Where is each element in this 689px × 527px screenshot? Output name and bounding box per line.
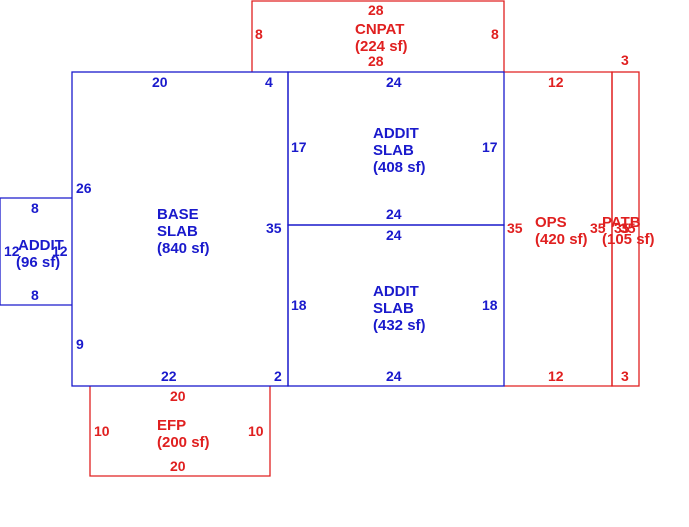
patb-outline xyxy=(611,71,640,387)
dim-cnpat-bottom: 28 xyxy=(368,53,384,69)
dim-addit-top-top: 24 xyxy=(386,74,402,90)
dim-cnpat-left: 8 xyxy=(255,26,263,42)
extra-feature-labels: CNPAT (224 sf) OPS (420 sf) PATB (105 sf… xyxy=(157,21,655,451)
extra-feature-dimensions: 28 28 8 8 12 12 35 35 3 3 35 35 20 20 10… xyxy=(94,2,636,474)
slab-outlines xyxy=(0,71,505,387)
dim-patb-top: 3 xyxy=(621,52,629,68)
dim-addit-left-left: 12 xyxy=(4,243,20,259)
base-slab-name-line2: SLAB xyxy=(157,223,198,240)
base-slab-area: (840 sf) xyxy=(157,240,210,257)
dim-addit-bottom-left: 18 xyxy=(291,297,307,313)
addit-bottom-name-line2: SLAB xyxy=(373,300,414,317)
dim-efp-bottom: 20 xyxy=(170,458,186,474)
dim-addit-top-right: 17 xyxy=(482,139,498,155)
dim-addit-bottom-top: 24 xyxy=(386,227,402,243)
dim-cnpat-top: 28 xyxy=(368,2,384,18)
dim-ops-right: 35 xyxy=(590,220,606,236)
addit-bottom-area: (432 sf) xyxy=(373,317,426,334)
cnpat-name: CNPAT xyxy=(355,21,404,38)
addit-top-area: (408 sf) xyxy=(373,159,426,176)
dim-base-left-upper: 26 xyxy=(76,180,92,196)
addit-left-name: ADDIT xyxy=(18,237,64,254)
slab-dimensions: 20 4 26 9 22 2 35 8 8 12 12 24 24 17 17 … xyxy=(4,74,498,384)
addit-bottom-name-line1: ADDIT xyxy=(373,283,419,300)
efp-area: (200 sf) xyxy=(157,434,210,451)
dim-patb-bottom: 3 xyxy=(621,368,629,384)
dim-ops-left: 35 xyxy=(507,220,523,236)
efp-name: EFP xyxy=(157,417,186,434)
dim-base-bottom: 22 xyxy=(161,368,177,384)
dim-patb-left: 35 xyxy=(614,220,630,236)
ops-area: (420 sf) xyxy=(535,231,588,248)
dim-addit-bottom-right: 18 xyxy=(482,297,498,313)
dim-efp-top: 20 xyxy=(170,388,186,404)
dim-addit-left-right: 12 xyxy=(52,243,68,259)
dim-addit-top-bottom: 24 xyxy=(386,206,402,222)
patb-area: (105 sf) xyxy=(602,231,655,248)
dim-addit-left-bottom: 8 xyxy=(31,287,39,303)
cnpat-area: (224 sf) xyxy=(355,38,408,55)
dim-efp-right: 10 xyxy=(248,423,264,439)
addit-left-area: (96 sf) xyxy=(16,254,60,271)
ops-name: OPS xyxy=(535,214,567,231)
dim-base-right: 35 xyxy=(266,220,282,236)
dim-ops-bottom: 12 xyxy=(548,368,564,384)
addit-left-outline xyxy=(0,197,72,306)
dim-efp-left: 10 xyxy=(94,423,110,439)
dim-ops-top: 12 xyxy=(548,74,564,90)
dim-addit-left-top: 8 xyxy=(31,200,39,216)
dim-addit-bottom-bottom: 24 xyxy=(386,368,402,384)
dim-addit-top-left: 17 xyxy=(291,139,307,155)
dim-base-top-right: 4 xyxy=(265,74,273,90)
addit-top-name-line2: SLAB xyxy=(373,142,414,159)
cnpat-outline xyxy=(251,0,505,72)
addit-bottom-outline xyxy=(287,224,505,387)
extra-feature-outlines xyxy=(89,0,640,477)
dim-patb-right: 35 xyxy=(620,220,636,236)
addit-top-name-line1: ADDIT xyxy=(373,125,419,142)
efp-outline xyxy=(89,386,271,477)
base-slab-name-line1: BASE xyxy=(157,206,199,223)
dim-base-bottom-right: 2 xyxy=(274,368,282,384)
dim-base-left-lower: 9 xyxy=(76,336,84,352)
patb-name: PATB xyxy=(602,214,641,231)
dim-base-top: 20 xyxy=(152,74,168,90)
dim-cnpat-right: 8 xyxy=(491,26,499,42)
slab-labels: BASE SLAB (840 sf) ADDIT (96 sf) ADDIT S… xyxy=(16,125,426,334)
